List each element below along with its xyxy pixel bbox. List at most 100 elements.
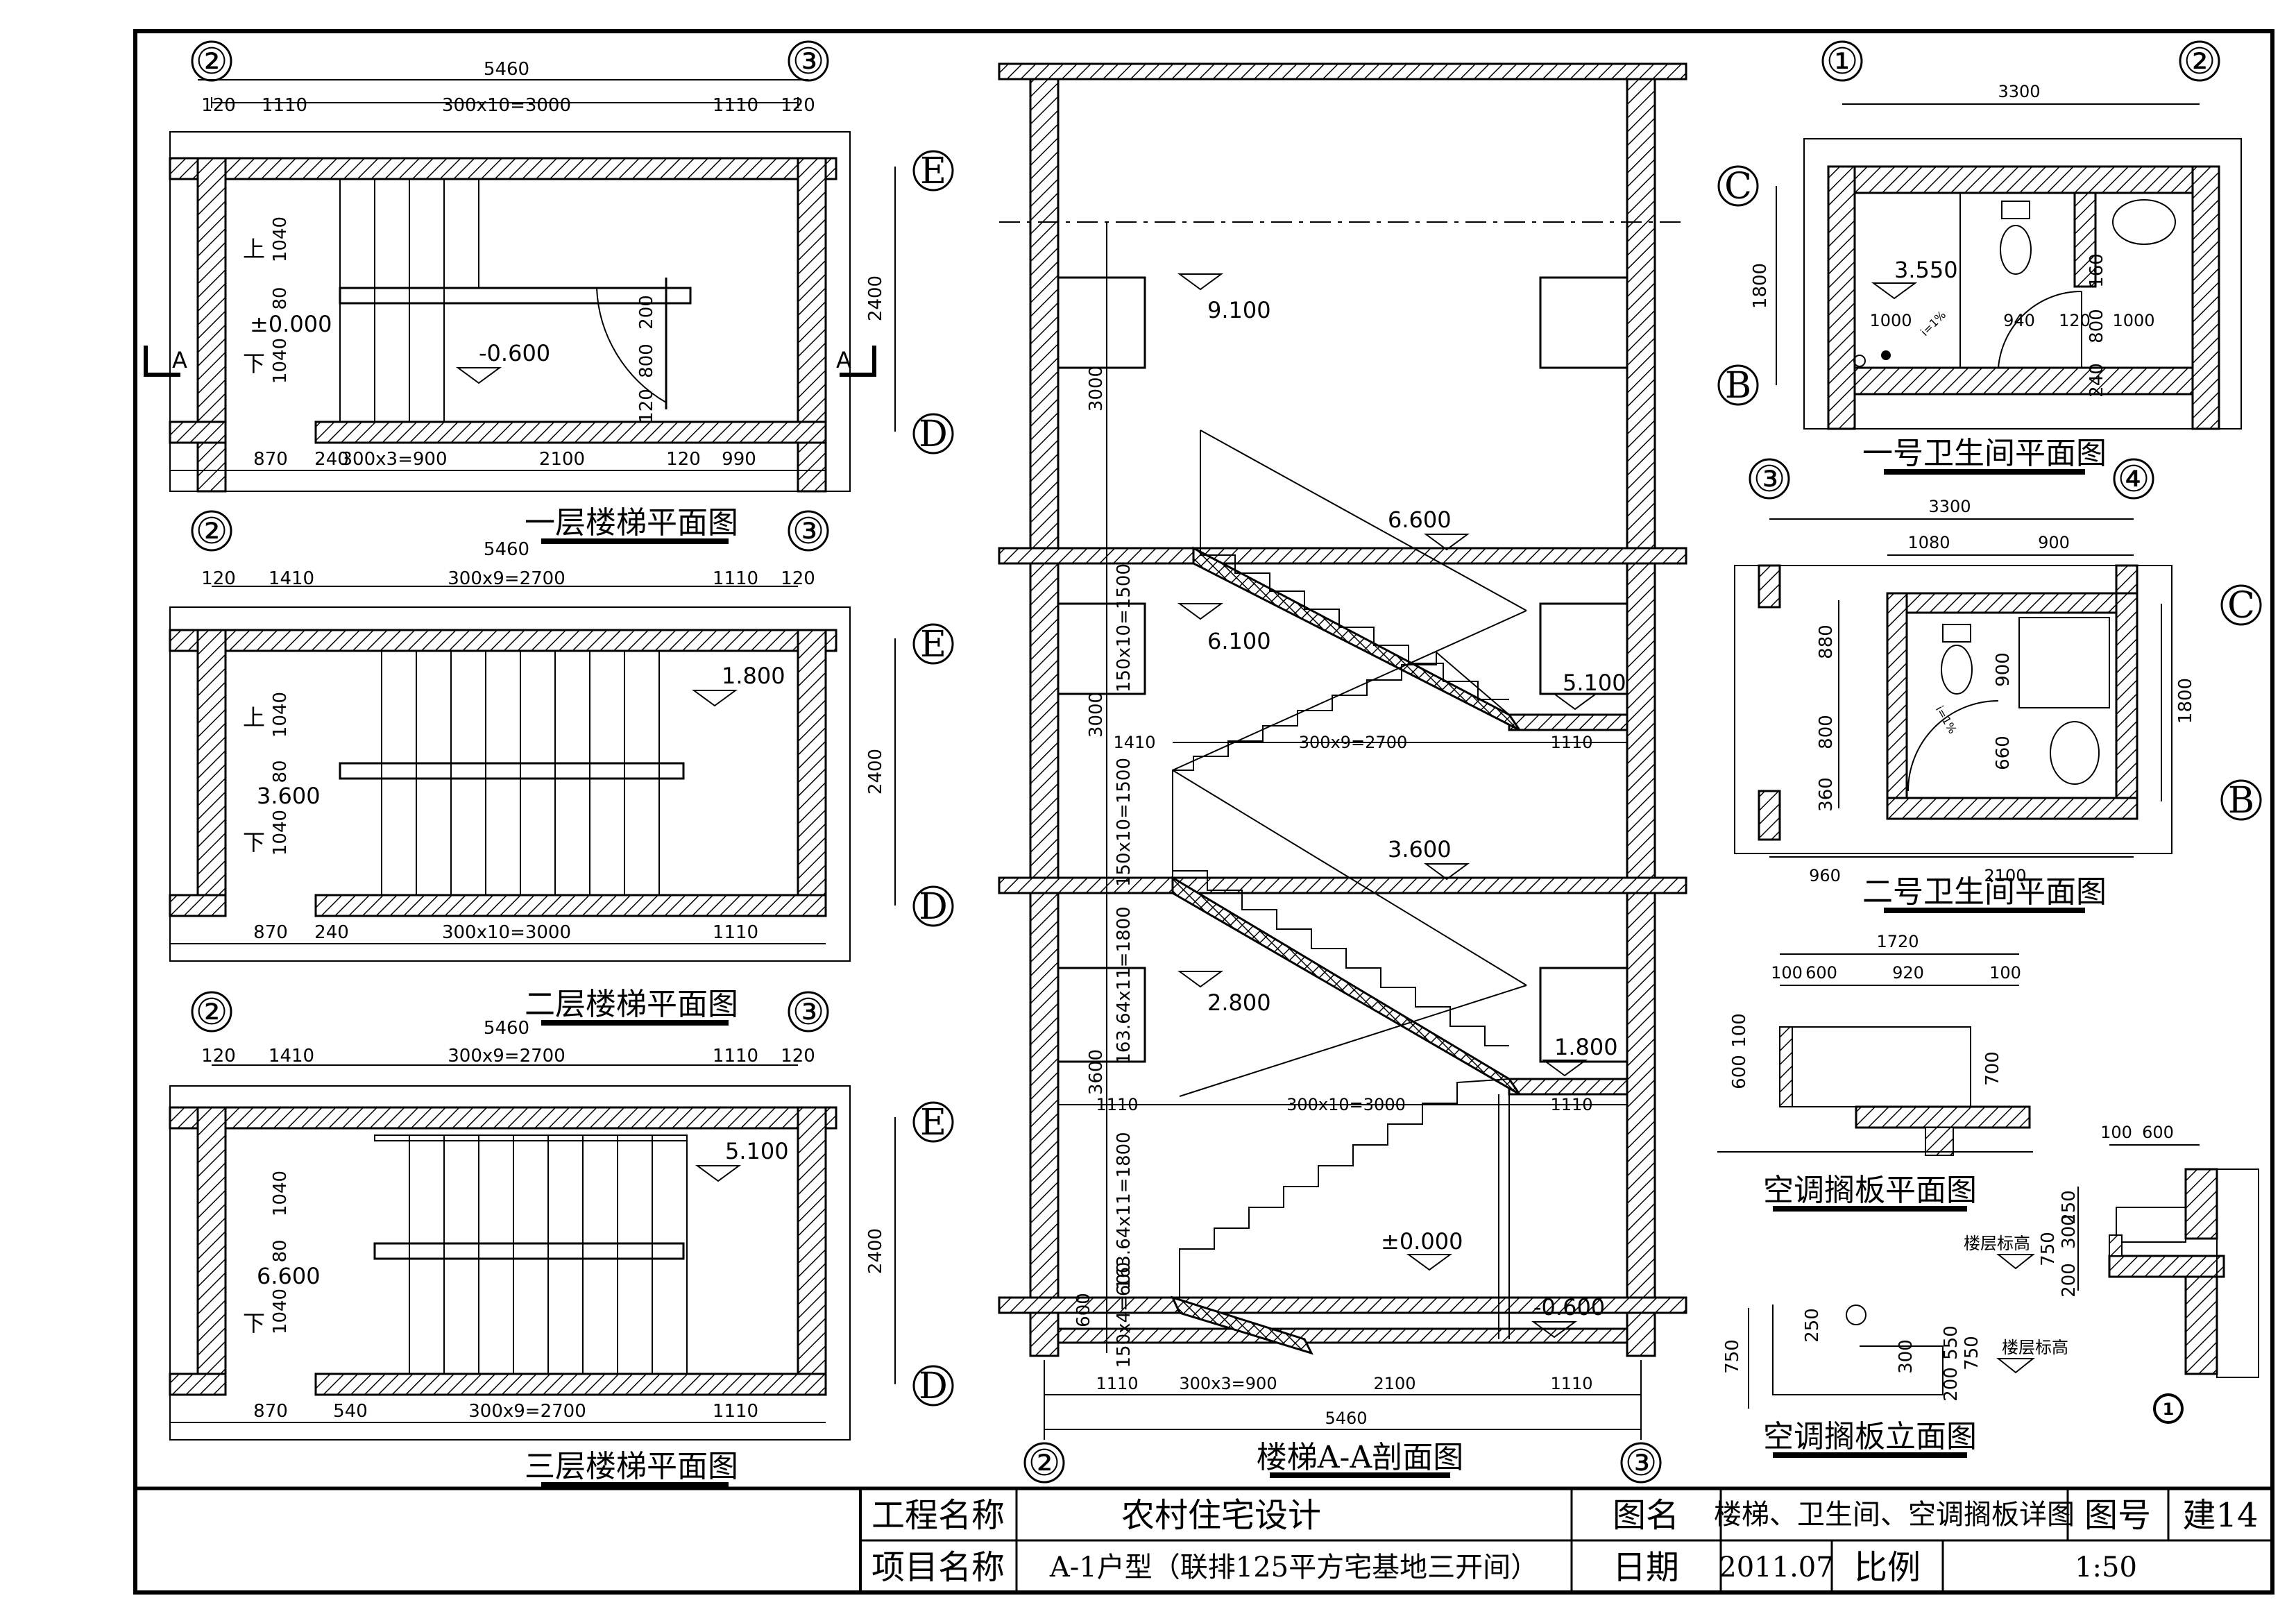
vertical-dim: 150x10=1500 — [1114, 563, 1134, 692]
level-label: ±0.000 — [250, 311, 332, 337]
dim: 250 — [1802, 1308, 1823, 1343]
handrail — [339, 762, 685, 780]
top-dim: 120 — [781, 1046, 815, 1067]
bottom-dim: 2100 — [1984, 866, 2026, 885]
wall — [169, 1106, 837, 1130]
stair-treads — [339, 179, 479, 422]
level-label: -0.600 — [479, 340, 550, 366]
bathroom-1-plan: ① ② 3300 3.550 1000 i=1% 940 120 1000 16… — [1717, 40, 2242, 475]
section-mark: A — [172, 347, 187, 373]
axis-E-label: E — [920, 624, 946, 665]
top-dim: 1110 — [713, 95, 758, 116]
wall — [1886, 592, 2138, 614]
inner-dim: 660 — [1993, 736, 2014, 770]
axis-4-bubble — [2113, 458, 2154, 500]
wall — [2191, 165, 2220, 430]
vertical-dim: 163.64x11=1800 — [1114, 906, 1134, 1064]
bottom-dim: 300x10=3000 — [442, 922, 571, 943]
bathroom-2-plan: ③ ④ 3300 1080 900 i=1% 900 660 880 800 3… — [1734, 458, 2262, 913]
left-dim: 1040 — [270, 1289, 291, 1334]
shower-tray — [2018, 617, 2110, 708]
inner-dim: 900 — [1993, 652, 2014, 687]
bottom-dim: 1110 — [713, 922, 758, 943]
wall — [196, 629, 227, 899]
bottom-dim: 2100 — [1373, 1374, 1415, 1393]
vertical-dim: 3600 — [1086, 1049, 1107, 1095]
level-label: 1.800 — [722, 663, 785, 689]
bath1-title: 一号卫生间平面图 — [1862, 436, 2107, 471]
wall — [2073, 192, 2097, 288]
wall — [797, 629, 827, 899]
section-wall-left — [1029, 78, 1060, 1357]
bottom-dim: 960 — [1809, 866, 1841, 885]
section-wall-right — [1626, 78, 1656, 1357]
axis-1-bubble — [1821, 40, 1863, 82]
bottom-dim: 240 — [314, 922, 349, 943]
left-dim: 1800 — [1750, 263, 1771, 309]
door-dim: 120 — [636, 389, 657, 423]
level-label: 3.600 — [257, 783, 321, 809]
axis-C-bubble — [2220, 584, 2262, 626]
left-dim: 600 — [1729, 1055, 1750, 1089]
overall-dim: 5460 — [484, 59, 529, 80]
axis-2-label: ② — [196, 992, 228, 1033]
section-title: 楼梯A-A剖面图 — [1257, 1440, 1463, 1475]
ac-shelf-elevation: 750 250 300 200 550 750 楼层标高 空调搁板立面图 100… — [1722, 1123, 2259, 1458]
bottom-dim: 1110 — [1096, 1374, 1138, 1393]
axis-B-bubble — [2220, 779, 2262, 821]
run-label: 300x10=3000 — [1286, 1095, 1406, 1114]
axis-4-label: ④ — [2118, 459, 2150, 500]
date-value: 2011.07 — [1719, 1552, 1833, 1583]
overall-dim: 3300 — [1998, 82, 2040, 101]
detail-dim: 200 — [2059, 1263, 2080, 1298]
left-dim: 880 — [1816, 624, 1837, 659]
title-block: 工程名称 农村住宅设计 项目名称 A-1户型（联排125平方宅基地三开间） 图名… — [135, 1486, 2272, 1592]
stair-treads — [409, 1135, 688, 1374]
detail-dim: 250 — [2059, 1190, 2080, 1225]
door-dim: 800 — [636, 343, 657, 378]
axis-2-label: ② — [196, 41, 228, 83]
toilet — [1941, 645, 1973, 695]
level-label: 3.550 — [1894, 257, 1958, 283]
bottom-dim: 300x3=900 — [341, 449, 448, 470]
wall — [314, 420, 827, 444]
bottom-dim: 540 — [333, 1401, 368, 1422]
wall — [1827, 165, 1856, 430]
level-label: 2.800 — [1207, 989, 1271, 1016]
axis-B-label: B — [1725, 365, 1751, 407]
washbasin — [2112, 199, 2176, 245]
left-dim: 1040 — [270, 1171, 291, 1216]
side-label-up: 上 — [243, 236, 265, 262]
bottom-dim: 300x9=2700 — [468, 1401, 586, 1422]
axis-1-label: ① — [1826, 41, 1859, 83]
wall — [1886, 592, 1908, 820]
drawing-name-label: 图名 — [1613, 1496, 1679, 1535]
floor-level-label: 楼层标高 — [1964, 1234, 2030, 1253]
plan-floor-3: ② ③ 5460 120 1410 300x9=2700 1110 120 下 … — [169, 991, 954, 1488]
wall — [314, 1373, 827, 1396]
detail-mark: 1 — [2163, 1400, 2175, 1419]
axis-3-bubble — [788, 991, 829, 1033]
bottom-dim: 300x3=900 — [1179, 1374, 1277, 1393]
wall — [1827, 165, 2218, 194]
dim: 200 — [1941, 1367, 1962, 1402]
door-dim: 200 — [636, 295, 657, 330]
plan-title: 三层楼梯平面图 — [525, 1449, 738, 1484]
left-dim: 80 — [270, 287, 291, 309]
slope-label: i=1% — [1918, 308, 1948, 339]
bottom-dim: 870 — [253, 922, 288, 943]
detail-dim: 100 — [2100, 1123, 2132, 1142]
dim: 750 — [1722, 1339, 1743, 1374]
dim: 100 — [1989, 963, 2021, 983]
landing-dim: 1410 — [1113, 733, 1155, 752]
detail-dim: 300 — [2059, 1214, 2080, 1249]
left-dim: 800 — [1816, 715, 1837, 749]
right-dim: 700 — [1982, 1051, 2003, 1086]
top-dim: 1720 — [1876, 932, 1919, 951]
wall — [169, 420, 227, 444]
axis-2-bubble — [191, 40, 232, 82]
axis-3-label: ③ — [792, 41, 825, 83]
inner-dim: 240 — [2086, 363, 2107, 398]
axis-3-label: ③ — [792, 992, 825, 1033]
floor-level-label: 楼层标高 — [2002, 1338, 2068, 1357]
